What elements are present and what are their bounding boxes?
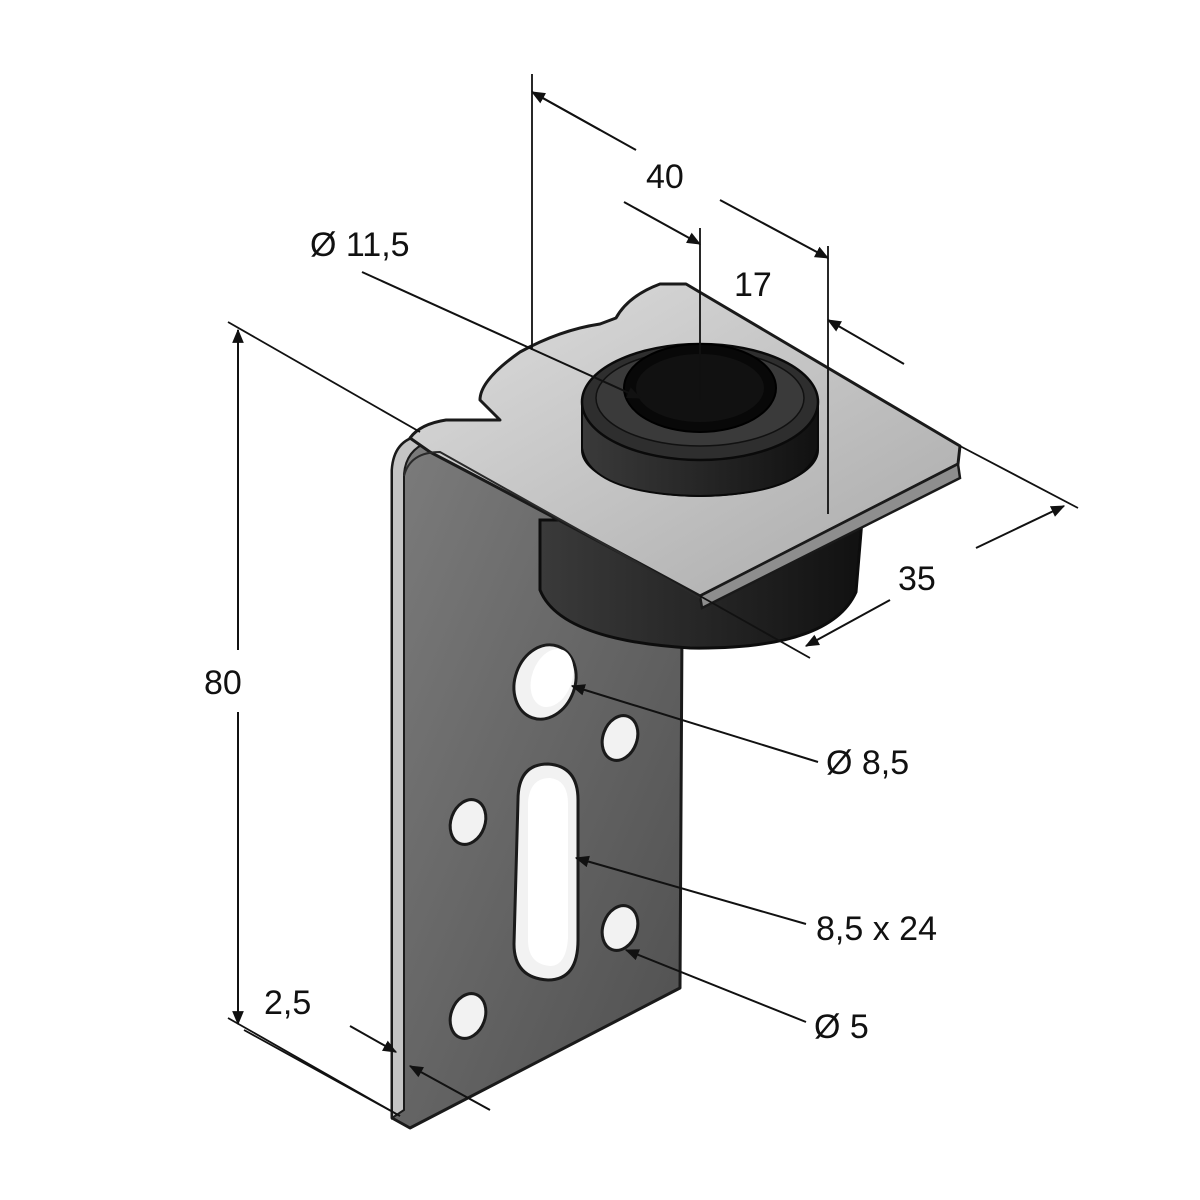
- dim-plate-depth: 35: [898, 560, 936, 598]
- hole-small-3: [600, 904, 640, 952]
- dim-thickness: 2,5: [264, 984, 311, 1022]
- dim-bore-diameter: Ø 11,5: [310, 226, 410, 264]
- hole-small-2: [448, 798, 488, 846]
- dim-large-hole: Ø 8,5: [826, 744, 909, 782]
- dim-height: 80: [204, 664, 242, 702]
- rubber-bushing: [580, 342, 820, 498]
- plate-front-edge: [698, 462, 962, 610]
- slot-hole: [512, 762, 580, 982]
- dim-overall-width: 40: [646, 158, 684, 196]
- hole-small-1: [600, 714, 640, 762]
- dim-small-hole: Ø 5: [814, 1008, 869, 1046]
- dim-slot: 8,5 x 24: [816, 910, 937, 948]
- hole-small-4: [448, 992, 488, 1040]
- dim-bushing-offset: 17: [734, 266, 772, 304]
- plate-bend: [403, 450, 701, 599]
